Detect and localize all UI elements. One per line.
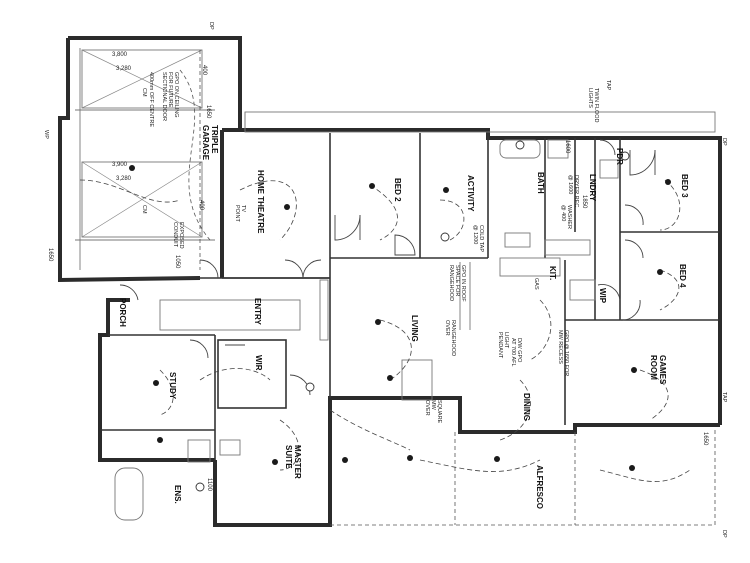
note-dw-gpo: D/W GPOAT 700 AFL xyxy=(510,338,522,367)
note-cm-top: CM xyxy=(141,88,147,97)
note-twin-flood: TWIN FLOODLIGHTS xyxy=(587,88,599,123)
light-point xyxy=(157,437,163,443)
internal-walls xyxy=(100,133,720,460)
note-tv-point: TVPOINT xyxy=(234,205,246,222)
light-point xyxy=(629,465,635,471)
note-mw-recess: GPO @ 1650 FORMW RECESS xyxy=(557,330,569,376)
light-point xyxy=(284,204,290,210)
fixtures xyxy=(114,139,619,521)
room-label-kit: KIT. xyxy=(548,266,557,280)
light-point xyxy=(657,269,663,275)
room-label-study: STUDY xyxy=(168,372,177,400)
dim-400-bottom: 400 xyxy=(198,200,204,211)
room-label-alfresco: ALFRESCO xyxy=(535,465,544,509)
dim-1650-garage: 1650 xyxy=(205,105,211,119)
light-point xyxy=(631,367,637,373)
garage-structure xyxy=(58,36,242,283)
light-point xyxy=(342,457,348,463)
room-label-ens: ENS. xyxy=(173,485,182,504)
note-dp-bottom: DP xyxy=(721,530,727,538)
room-label-home-theatre: HOME THEATRE xyxy=(256,170,265,234)
room-label-master-suite: MASTERSUITE xyxy=(284,445,302,479)
note-gpo-ceiling: GPO ON CEILINGFOR FUTURESECTIONAL DOOR xyxy=(161,72,179,121)
room-label-garage: TRIPLEGARAGE xyxy=(201,125,219,161)
dim-3280-bottom: 3,280 xyxy=(116,176,132,182)
light-point xyxy=(494,456,500,462)
light-point xyxy=(369,183,375,189)
dim-1100: 1100 xyxy=(206,478,212,492)
note-square-mw: SQUAREMWOVER xyxy=(424,400,442,424)
dim-3800: 3,800 xyxy=(112,52,128,58)
dim-1600: 1600 xyxy=(564,140,570,154)
dim-400-top: 400 xyxy=(201,65,207,76)
note-dp-right: DP xyxy=(721,138,727,146)
note-dryer: DRYER REC@ 1600 xyxy=(567,175,579,207)
light-point xyxy=(272,459,278,465)
alfresco-outline xyxy=(244,112,716,526)
room-label-living: LIVING xyxy=(410,315,419,342)
exhaust-fan-icon xyxy=(195,482,205,492)
dimensions: 3,800 3,280 3,900 3,280 400 400 1650 165… xyxy=(47,52,708,492)
note-rangehood: RANGEHOODOVER xyxy=(444,320,456,356)
room-labels: TRIPLEGARAGE HOME THEATRE BED 2 ACTIVITY… xyxy=(118,125,689,509)
lights xyxy=(129,140,671,492)
note-dp-garage: DP xyxy=(208,22,214,30)
light-point xyxy=(153,380,159,386)
annotations: GPO ON CEILINGFOR FUTURESECTIONAL DOOR 4… xyxy=(43,22,727,538)
doors xyxy=(119,139,656,396)
note-wp-left: WP xyxy=(43,130,49,139)
dim-1850: 1850 xyxy=(581,195,587,209)
room-label-wip: WIP xyxy=(598,288,607,304)
room-label-bed4: BED 4 xyxy=(678,264,687,288)
light-point xyxy=(665,179,671,185)
room-label-lndry: LNDRY xyxy=(588,174,597,202)
outer-walls xyxy=(98,111,722,527)
note-tap-right: TAP xyxy=(721,392,727,403)
note-light-pendant: LIGHTPENDANT xyxy=(497,332,509,359)
light-point xyxy=(129,165,135,171)
light-point xyxy=(387,375,393,381)
dim-3280-top: 3,280 xyxy=(116,66,132,72)
exhaust-fan-icon xyxy=(515,140,525,150)
smoke-detector-icon xyxy=(305,382,315,392)
room-label-dining: DINING xyxy=(522,393,531,421)
room-label-games-room: GAMESROOM xyxy=(649,355,667,385)
room-label-activity: ACTIVITY xyxy=(466,175,475,212)
light-point xyxy=(375,319,381,325)
note-offset-centre: 400mm OFF CENTRE xyxy=(148,72,154,127)
room-label-bath: BATH xyxy=(536,172,545,194)
dim-3900: 3,900 xyxy=(112,162,128,168)
wiring xyxy=(79,179,691,482)
note-gpo-roof: GPO IN ROOFSPACE FORRANGEHOOD xyxy=(448,265,466,302)
room-label-bed2: BED 2 xyxy=(393,178,402,202)
exhaust-fan-icon xyxy=(620,151,630,161)
light-point xyxy=(407,455,413,461)
room-label-porch: PORCH xyxy=(118,298,127,327)
room-label-entry: ENTRY xyxy=(253,298,262,325)
note-tap-top: TAP xyxy=(605,80,611,91)
dim-1650-left: 1650 xyxy=(47,248,53,262)
room-label-bed3: BED 3 xyxy=(680,174,689,198)
note-gas: GAS xyxy=(533,278,539,290)
note-washer: WASHER@ 400 xyxy=(560,205,572,229)
smoke-detector-icon xyxy=(440,232,450,242)
dim-1050: 1050 xyxy=(174,255,180,269)
room-label-wir: WIR xyxy=(254,355,263,371)
light-point xyxy=(443,187,449,193)
note-cm-bottom: CM xyxy=(141,205,147,214)
dim-1650-right: 1650 xyxy=(702,432,708,446)
note-cold-tap: COLD TAP@ 1200 xyxy=(472,225,484,252)
room-label-pdr: PDR xyxy=(615,148,624,165)
note-exposed-conduit: EXPOSEDCONDUIT xyxy=(172,222,184,249)
